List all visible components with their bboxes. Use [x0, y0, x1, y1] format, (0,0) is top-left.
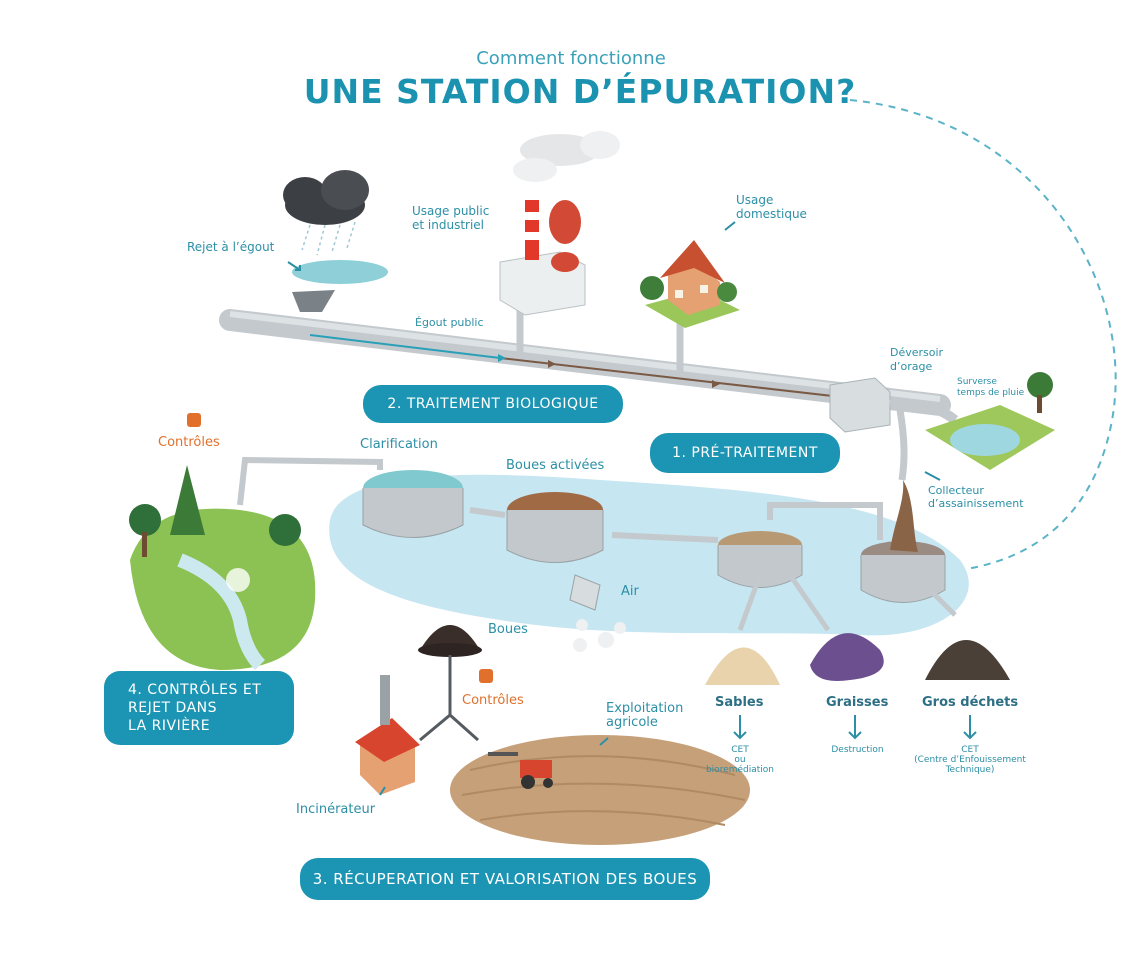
rain-cloud-icon	[283, 170, 369, 256]
label-boues-activees: Boues activées	[506, 458, 605, 473]
screening-tank	[860, 480, 946, 603]
destination-arrows	[733, 715, 977, 740]
label-incinerateur: Incinérateur	[296, 802, 376, 817]
label-exploitation: Exploitation agricole	[606, 701, 684, 730]
label-deversoir: Déversoir d’orage	[890, 346, 944, 373]
label-air: Air	[621, 584, 639, 599]
label-egout-public: Égout public	[415, 316, 484, 329]
dashed-flow-line	[849, 99, 1117, 571]
sludge-pile	[418, 625, 482, 742]
label-sables: Sables	[715, 695, 764, 710]
factory-icon	[499, 131, 620, 316]
label-graisses: Graisses	[826, 695, 889, 710]
flask-icon	[187, 413, 201, 427]
puddle	[292, 260, 388, 284]
storm-drain-grate	[292, 290, 335, 312]
page-title: UNE STATION D’ÉPURATION?	[303, 72, 857, 111]
incinerator-icon	[355, 675, 420, 795]
label-dechets-destination: CET (Centre d’Enfouissement Technique)	[914, 745, 1026, 775]
overflow-pond	[925, 372, 1055, 470]
waste-pile	[925, 640, 1010, 680]
label-collecteur: Collecteur d’assainissement	[928, 484, 1024, 510]
label-clarification: Clarification	[360, 437, 438, 452]
stage-3-pill: 3. RÉCUPERATION ET VALORISATION DES BOUE…	[300, 858, 710, 900]
main-sewer-pipe	[219, 309, 951, 416]
tree-icon	[170, 465, 205, 535]
house-icon	[640, 240, 740, 328]
flask-icon	[479, 669, 493, 683]
label-controles-river: Contrôles	[158, 435, 220, 450]
label-controles-field: Contrôles	[462, 693, 524, 708]
label-gros-dechets: Gros déchets	[922, 695, 1019, 710]
air-diffuser-icon	[569, 574, 626, 652]
stage-1-pill: 1. PRÉ-TRAITEMENT	[650, 433, 840, 473]
label-graisses-destination: Destruction	[831, 745, 884, 755]
label-boues: Boues	[488, 622, 528, 637]
stage-4-box: 4. CONTRÔLES ET REJET DANS LA RIVIÈRE	[104, 671, 294, 745]
grease-puddle	[810, 633, 884, 681]
river-park	[129, 465, 316, 670]
label-surverse: Surverse temps de pluie	[957, 377, 1025, 398]
label-usage-domestique: Usage domestique	[736, 193, 807, 221]
degritting-tank	[717, 502, 883, 588]
sand-pile	[705, 647, 780, 685]
pointer-arrows	[287, 221, 941, 796]
agricultural-field	[450, 735, 750, 845]
clarifier-tank	[237, 456, 506, 538]
activated-sludge-tank	[506, 492, 719, 563]
stage-2-pill: 2. TRAITEMENT BIOLOGIQUE	[363, 385, 623, 423]
label-rejet-egout: Rejet à l’égout	[187, 240, 275, 254]
storm-overflow-box	[829, 377, 959, 481]
label-sables-destination: CET ou bioremédiation	[705, 745, 775, 775]
label-usage-public: Usage public et industriel	[412, 204, 490, 232]
title-line-1: Comment fonctionne	[476, 48, 666, 69]
tractor-icon	[488, 752, 553, 789]
